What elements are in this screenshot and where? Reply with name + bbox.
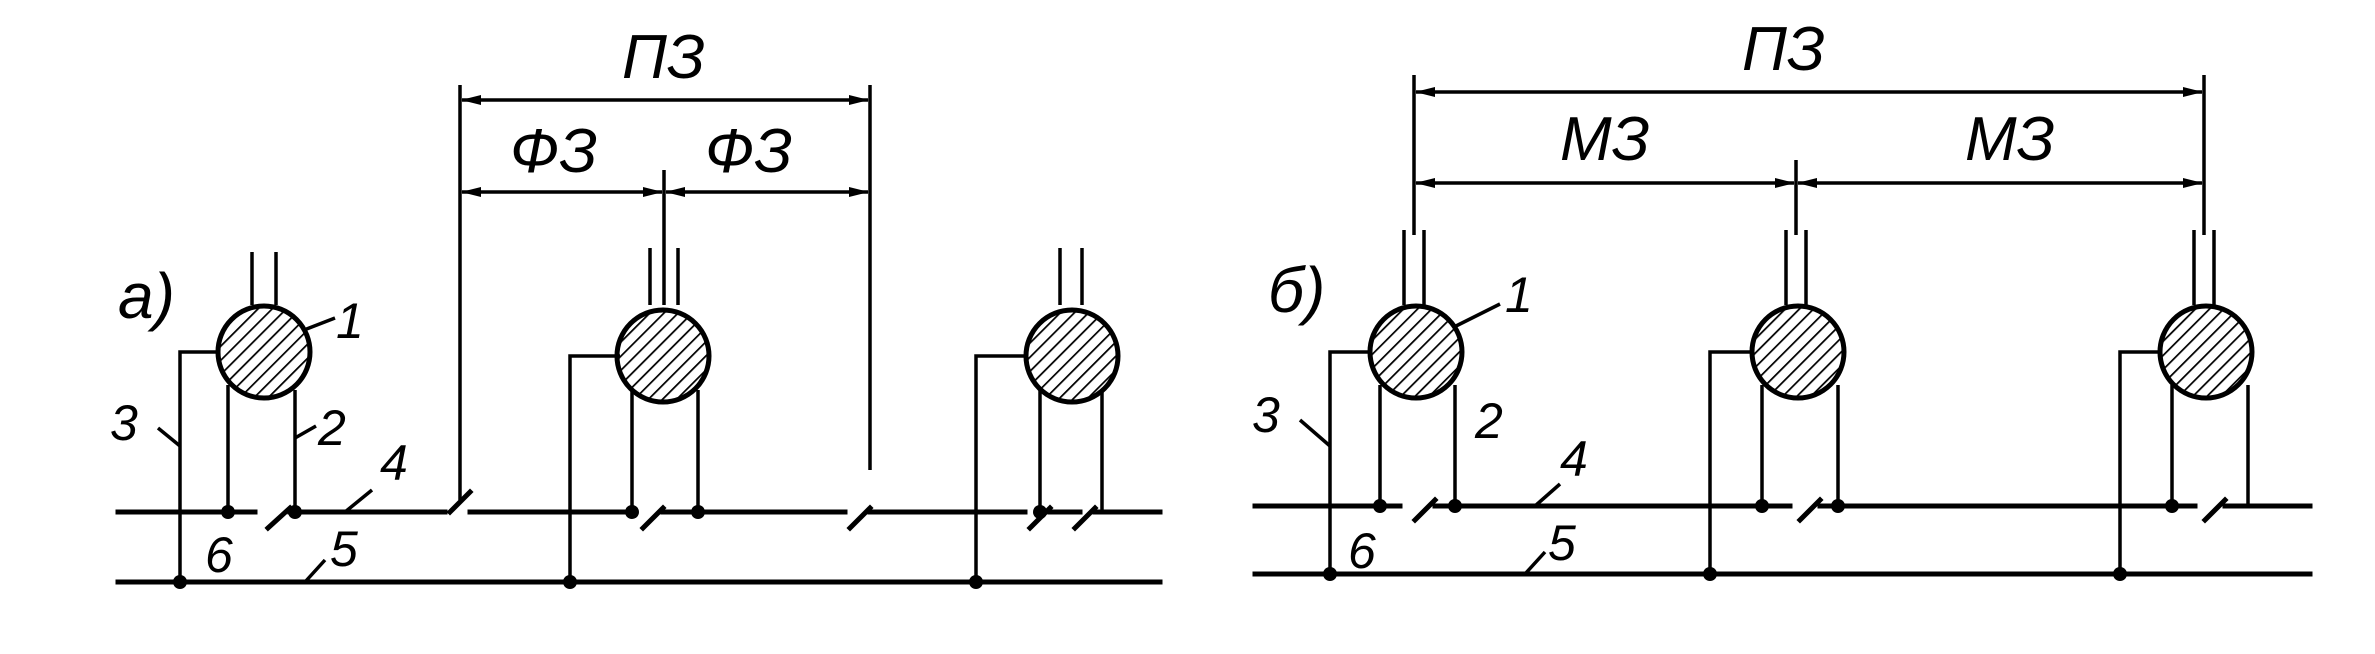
panel-a: а) bbox=[110, 23, 1163, 589]
generator-icon bbox=[614, 307, 712, 405]
callout-3: 3 bbox=[110, 395, 138, 451]
dimension-lines-b bbox=[1412, 75, 2206, 235]
generator-a3 bbox=[969, 248, 1121, 589]
dim-label-fz-left: ФЗ bbox=[510, 117, 597, 186]
callout-5: 5 bbox=[330, 521, 358, 577]
callout-2: 2 bbox=[317, 400, 346, 456]
dim-label-fz-right: ФЗ bbox=[705, 117, 792, 186]
panel-b-label: б) bbox=[1268, 254, 1325, 326]
panel-b: б) bbox=[1252, 15, 2313, 581]
generator-a1 bbox=[173, 252, 313, 589]
callout-4: 4 bbox=[1560, 431, 1588, 487]
dim-label-pz: ПЗ bbox=[1742, 15, 1825, 84]
busbar-4-sections bbox=[1252, 496, 2313, 524]
callout-6: 6 bbox=[205, 527, 233, 583]
busbar-4-sections bbox=[115, 488, 1163, 532]
dimension-lines-a bbox=[458, 85, 872, 500]
callout-2: 2 bbox=[1474, 393, 1503, 449]
generator-icon bbox=[1023, 307, 1121, 405]
dim-label-mz-left: МЗ bbox=[1560, 105, 1650, 174]
callout-1: 1 bbox=[336, 293, 364, 349]
dim-label-mz-right: МЗ bbox=[1965, 105, 2055, 174]
callout-5: 5 bbox=[1548, 515, 1576, 571]
generator-b1 bbox=[1323, 230, 1465, 581]
generator-icon bbox=[215, 303, 313, 401]
generator-icon bbox=[1367, 303, 1465, 401]
callout-3: 3 bbox=[1252, 387, 1280, 443]
generator-b3 bbox=[2113, 230, 2255, 581]
dim-label-pz: ПЗ bbox=[622, 23, 705, 92]
callout-4: 4 bbox=[380, 435, 408, 491]
callout-6: 6 bbox=[1348, 523, 1376, 579]
generator-icon bbox=[1749, 303, 1847, 401]
callout-1: 1 bbox=[1505, 267, 1533, 323]
generator-b2 bbox=[1703, 230, 1847, 581]
generator-icon bbox=[2157, 303, 2255, 401]
panel-a-label: а) bbox=[118, 260, 175, 332]
generator-a2 bbox=[563, 248, 712, 589]
